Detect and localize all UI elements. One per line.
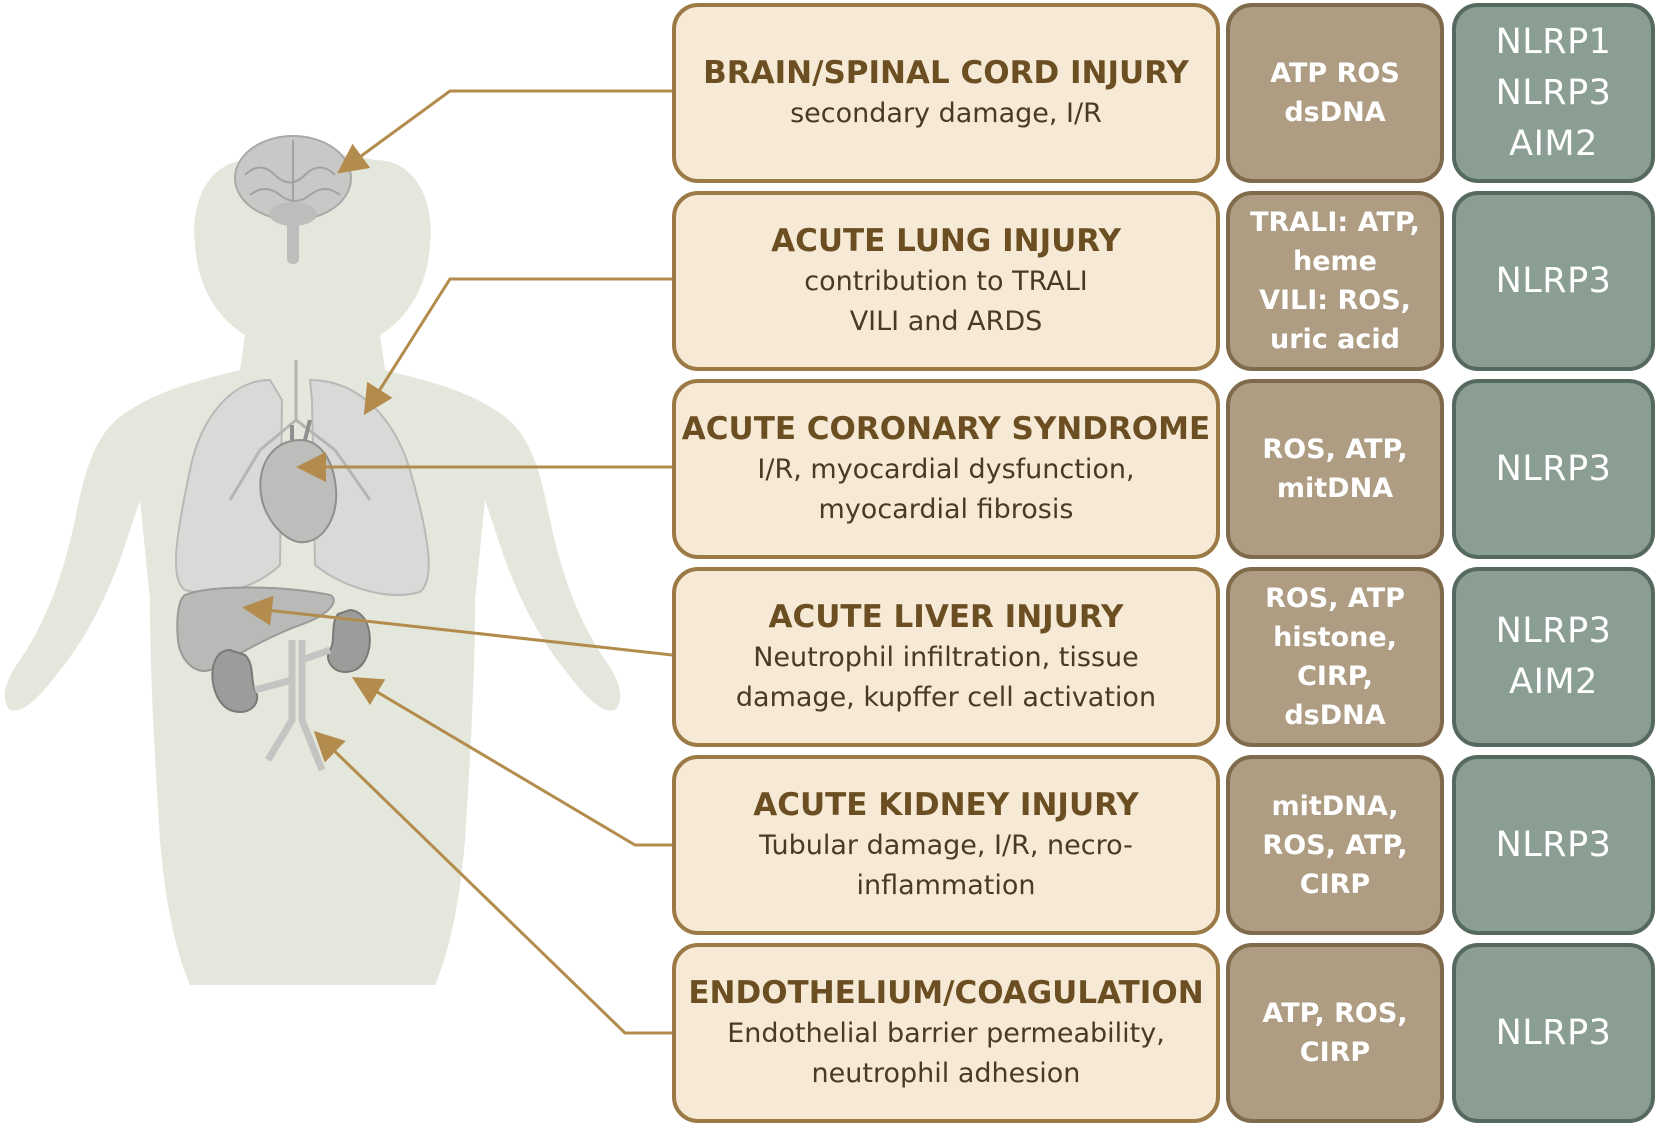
injury-box-liver: ACUTE LIVER INJURY Neutrophil infiltrati… xyxy=(672,567,1220,747)
damp-box-kidney: mitDNA, ROS, ATP, CIRP xyxy=(1226,755,1444,935)
inflammasome-list: NLRP3 xyxy=(1495,824,1612,865)
damp-list: ATP ROS dsDNA xyxy=(1270,58,1400,128)
connector-liver xyxy=(242,595,673,657)
inflammasome-box-endothelium: NLRP3 xyxy=(1452,943,1655,1123)
inflammasome-list: NLRP1 NLRP3 AIM2 xyxy=(1495,21,1612,164)
injury-description: secondary damage, I/R xyxy=(790,97,1102,129)
damp-box-lung: TRALI: ATP, heme VILI: ROS, uric acid xyxy=(1226,191,1444,371)
inflammasome-list: NLRP3 xyxy=(1495,1012,1612,1053)
connector-brain xyxy=(337,89,672,174)
inflammasome-box-liver: NLRP3 AIM2 xyxy=(1452,567,1655,747)
injury-title: ENDOTHELIUM/COAGULATION xyxy=(688,974,1204,1011)
inflammasome-list: NLRP3 xyxy=(1495,260,1612,301)
damp-list: ROS, ATP histone, CIRP, dsDNA xyxy=(1265,583,1405,731)
injury-description: Tubular damage, I/R, necro- inflammation xyxy=(759,829,1133,901)
injury-description: Endothelial barrier permeability, neutro… xyxy=(727,1017,1165,1089)
inflammasome-box-lung: NLRP3 xyxy=(1452,191,1655,371)
injury-title: ACUTE KIDNEY INJURY xyxy=(753,786,1139,823)
connector-kidney xyxy=(351,676,672,847)
injury-title: ACUTE CORONARY SYNDROME xyxy=(681,410,1211,447)
damp-box-liver: ROS, ATP histone, CIRP, dsDNA xyxy=(1226,567,1444,747)
damp-box-coronary: ROS, ATP, mitDNA xyxy=(1226,379,1444,559)
injury-box-brain: BRAIN/SPINAL CORD INJURY secondary damag… xyxy=(672,3,1220,183)
damp-box-brain: ATP ROS dsDNA xyxy=(1226,3,1444,183)
injury-title: ACUTE LUNG INJURY xyxy=(771,222,1121,259)
damp-list: mitDNA, ROS, ATP, CIRP xyxy=(1262,790,1408,900)
injury-box-kidney: ACUTE KIDNEY INJURY Tubular damage, I/R,… xyxy=(672,755,1220,935)
inflammasome-box-kidney: NLRP3 xyxy=(1452,755,1655,935)
damp-list: TRALI: ATP, heme VILI: ROS, uric acid xyxy=(1250,207,1420,355)
connector-endothelium xyxy=(313,730,672,1035)
damp-box-endothelium: ATP, ROS, CIRP xyxy=(1226,943,1444,1123)
injury-box-coronary: ACUTE CORONARY SYNDROME I/R, myocardial … xyxy=(672,379,1220,559)
injury-box-endothelium: ENDOTHELIUM/COAGULATION Endothelial barr… xyxy=(672,943,1220,1123)
inflammasome-box-coronary: NLRP3 xyxy=(1452,379,1655,559)
injury-description: I/R, myocardial dysfunction, myocardial … xyxy=(757,453,1135,525)
damp-list: ROS, ATP, mitDNA xyxy=(1262,434,1408,504)
damp-list: ATP, ROS, CIRP xyxy=(1262,998,1408,1068)
injury-title: ACUTE LIVER INJURY xyxy=(768,598,1124,635)
lungs-icon xyxy=(174,360,430,596)
inflammasome-box-brain: NLRP1 NLRP3 AIM2 xyxy=(1452,3,1655,183)
human-body-silhouette-icon xyxy=(4,152,621,985)
injury-box-lung: ACUTE LUNG INJURY contribution to TRALI … xyxy=(672,191,1220,371)
injury-title: BRAIN/SPINAL CORD INJURY xyxy=(703,54,1189,91)
connector-arrows xyxy=(242,89,673,1035)
brain-icon xyxy=(234,135,352,264)
connector-lung xyxy=(363,277,672,416)
inflammasome-list: NLRP3 xyxy=(1495,448,1612,489)
injury-description: Neutrophil infiltration, tissue damage, … xyxy=(735,641,1157,713)
injury-description: contribution to TRALI VILI and ARDS xyxy=(804,265,1088,337)
inflammasome-list: NLRP3 AIM2 xyxy=(1495,611,1612,702)
liver-icon xyxy=(176,586,335,672)
kidneys-icon xyxy=(211,608,371,713)
